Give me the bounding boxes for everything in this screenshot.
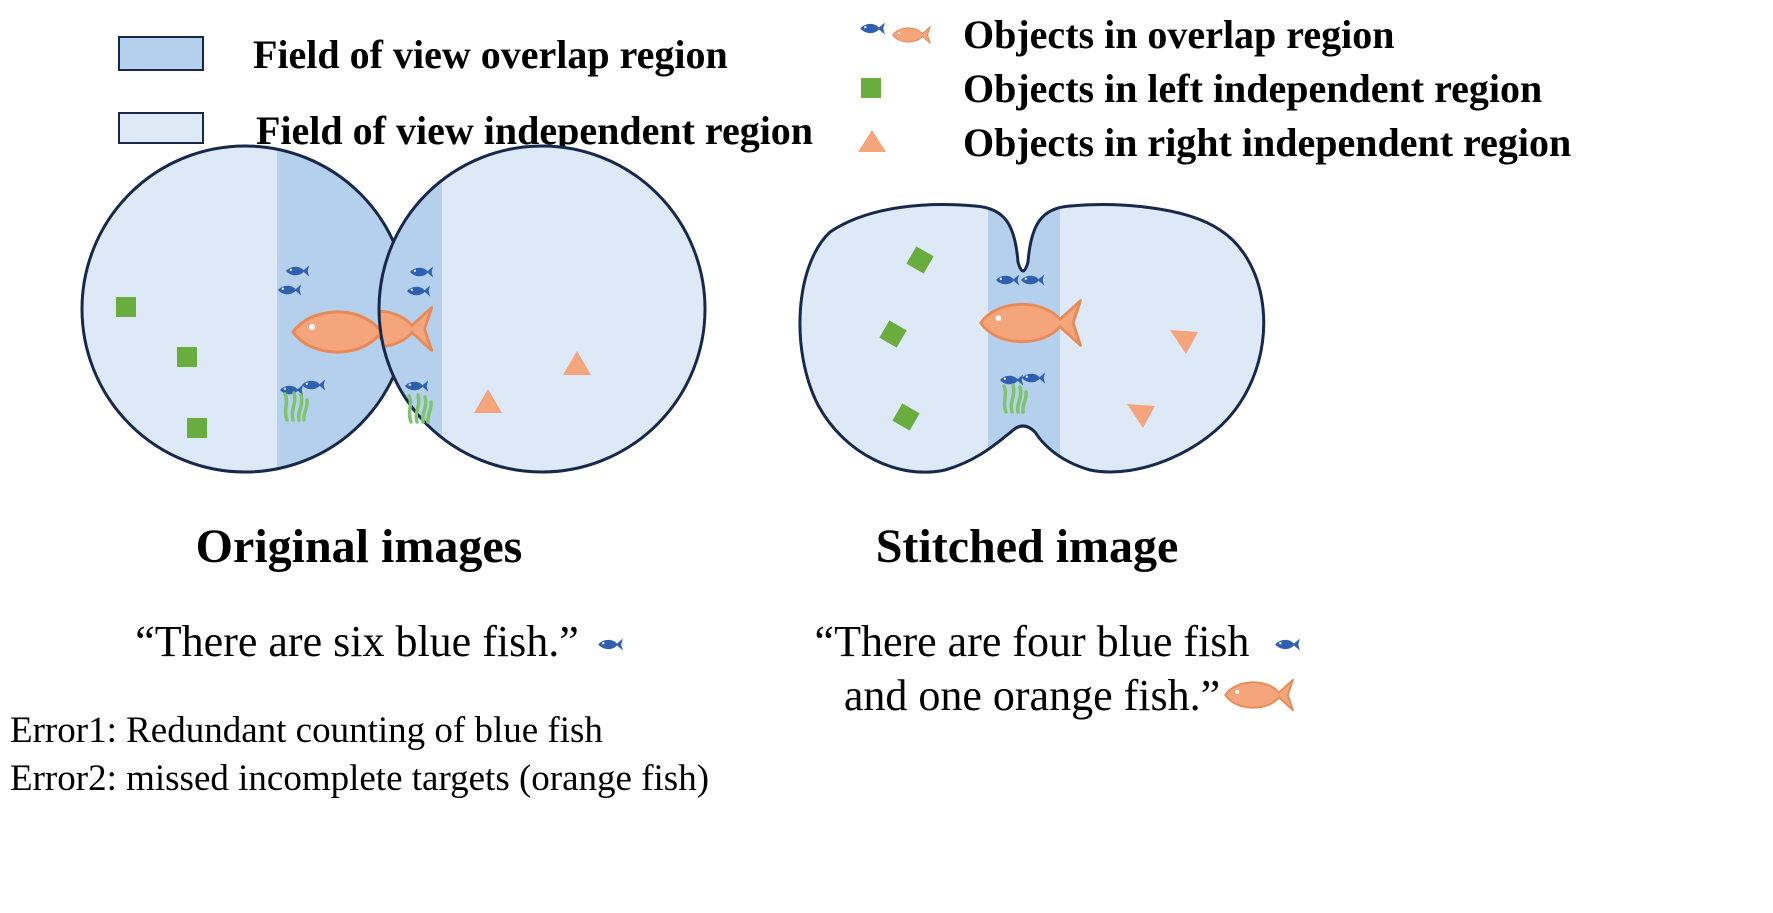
green-square <box>892 403 920 431</box>
legend-left-objects-icon <box>861 78 881 98</box>
legend-overlap-swatch <box>118 36 204 71</box>
green-square <box>906 246 934 274</box>
original-count-quote: “There are six blue fish.” <box>135 617 578 666</box>
original-images-caption: Original images <box>196 520 523 573</box>
legend-independent-swatch <box>118 112 204 144</box>
orange-triangle <box>474 389 502 413</box>
orange-triangle <box>1127 404 1155 428</box>
legend: Field of view overlap region Field of vi… <box>118 12 1571 165</box>
legend-overlap-label: Field of view overlap region <box>253 32 728 77</box>
green-square <box>177 347 197 367</box>
orange-triangle <box>563 351 591 375</box>
error2-text: Error2: missed incomplete targets (orang… <box>10 758 709 799</box>
stitched-image-caption: Stitched image <box>876 520 1179 573</box>
orange-triangle <box>1170 330 1198 354</box>
blue-fish-icon <box>1275 638 1300 651</box>
legend-overlap-objects-icon <box>860 22 931 44</box>
green-square <box>116 297 136 317</box>
stitched-count-quote-line1: “There are four blue fish <box>815 617 1250 666</box>
blue-fish-icon <box>598 638 623 651</box>
legend-right-objects-icon <box>858 130 886 152</box>
green-square <box>879 320 907 348</box>
green-square <box>187 418 207 438</box>
orange-fish-icon <box>1224 678 1294 712</box>
stitched-image <box>798 203 1266 474</box>
legend-right-objects-label: Objects in right independent region <box>963 120 1571 165</box>
stitched-count-quote-line2: and one orange fish.” <box>844 671 1220 720</box>
left-original-image <box>80 144 410 474</box>
legend-left-objects-label: Objects in left independent region <box>963 66 1542 111</box>
right-original-image <box>377 144 707 474</box>
legend-overlap-objects-label: Objects in overlap region <box>963 12 1394 57</box>
error1-text: Error1: Redundant counting of blue fish <box>10 710 603 751</box>
